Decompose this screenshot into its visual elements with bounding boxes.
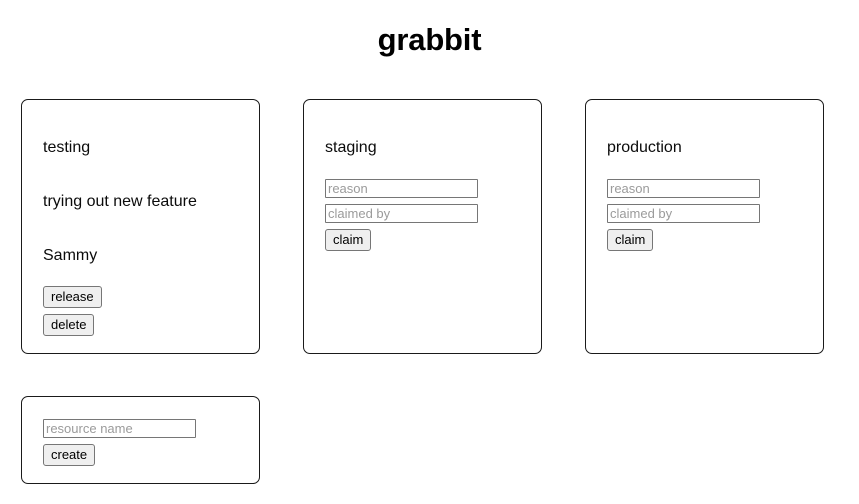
resource-actions: release delete [43,286,102,342]
create-resource-card: create [21,396,260,484]
reason-input[interactable] [607,179,760,198]
resource-card-testing: testing trying out new feature Sammy rel… [21,99,260,354]
release-button[interactable]: release [43,286,102,308]
create-button[interactable]: create [43,444,96,466]
create-resource-form: create [43,419,243,466]
claim-button[interactable]: claim [325,229,372,251]
claimed-by: Sammy [43,247,98,264]
resource-name: production [607,139,682,156]
claim-form: claim [325,179,525,251]
resource-card-staging: staging claim [303,99,542,354]
claim-button[interactable]: claim [607,229,654,251]
resource-name: staging [325,139,377,156]
resource-card-production: production claim [585,99,824,354]
page-title: grabbit [377,22,482,57]
resource-name: testing [43,139,91,156]
reason-input[interactable] [325,179,478,198]
claimed-by-input[interactable] [607,204,760,223]
claim-form: claim [607,179,807,251]
resource-name-input[interactable] [43,419,196,438]
claimed-by-input[interactable] [325,204,478,223]
claim-reason: trying out new feature [43,193,197,210]
delete-button[interactable]: delete [43,314,95,336]
